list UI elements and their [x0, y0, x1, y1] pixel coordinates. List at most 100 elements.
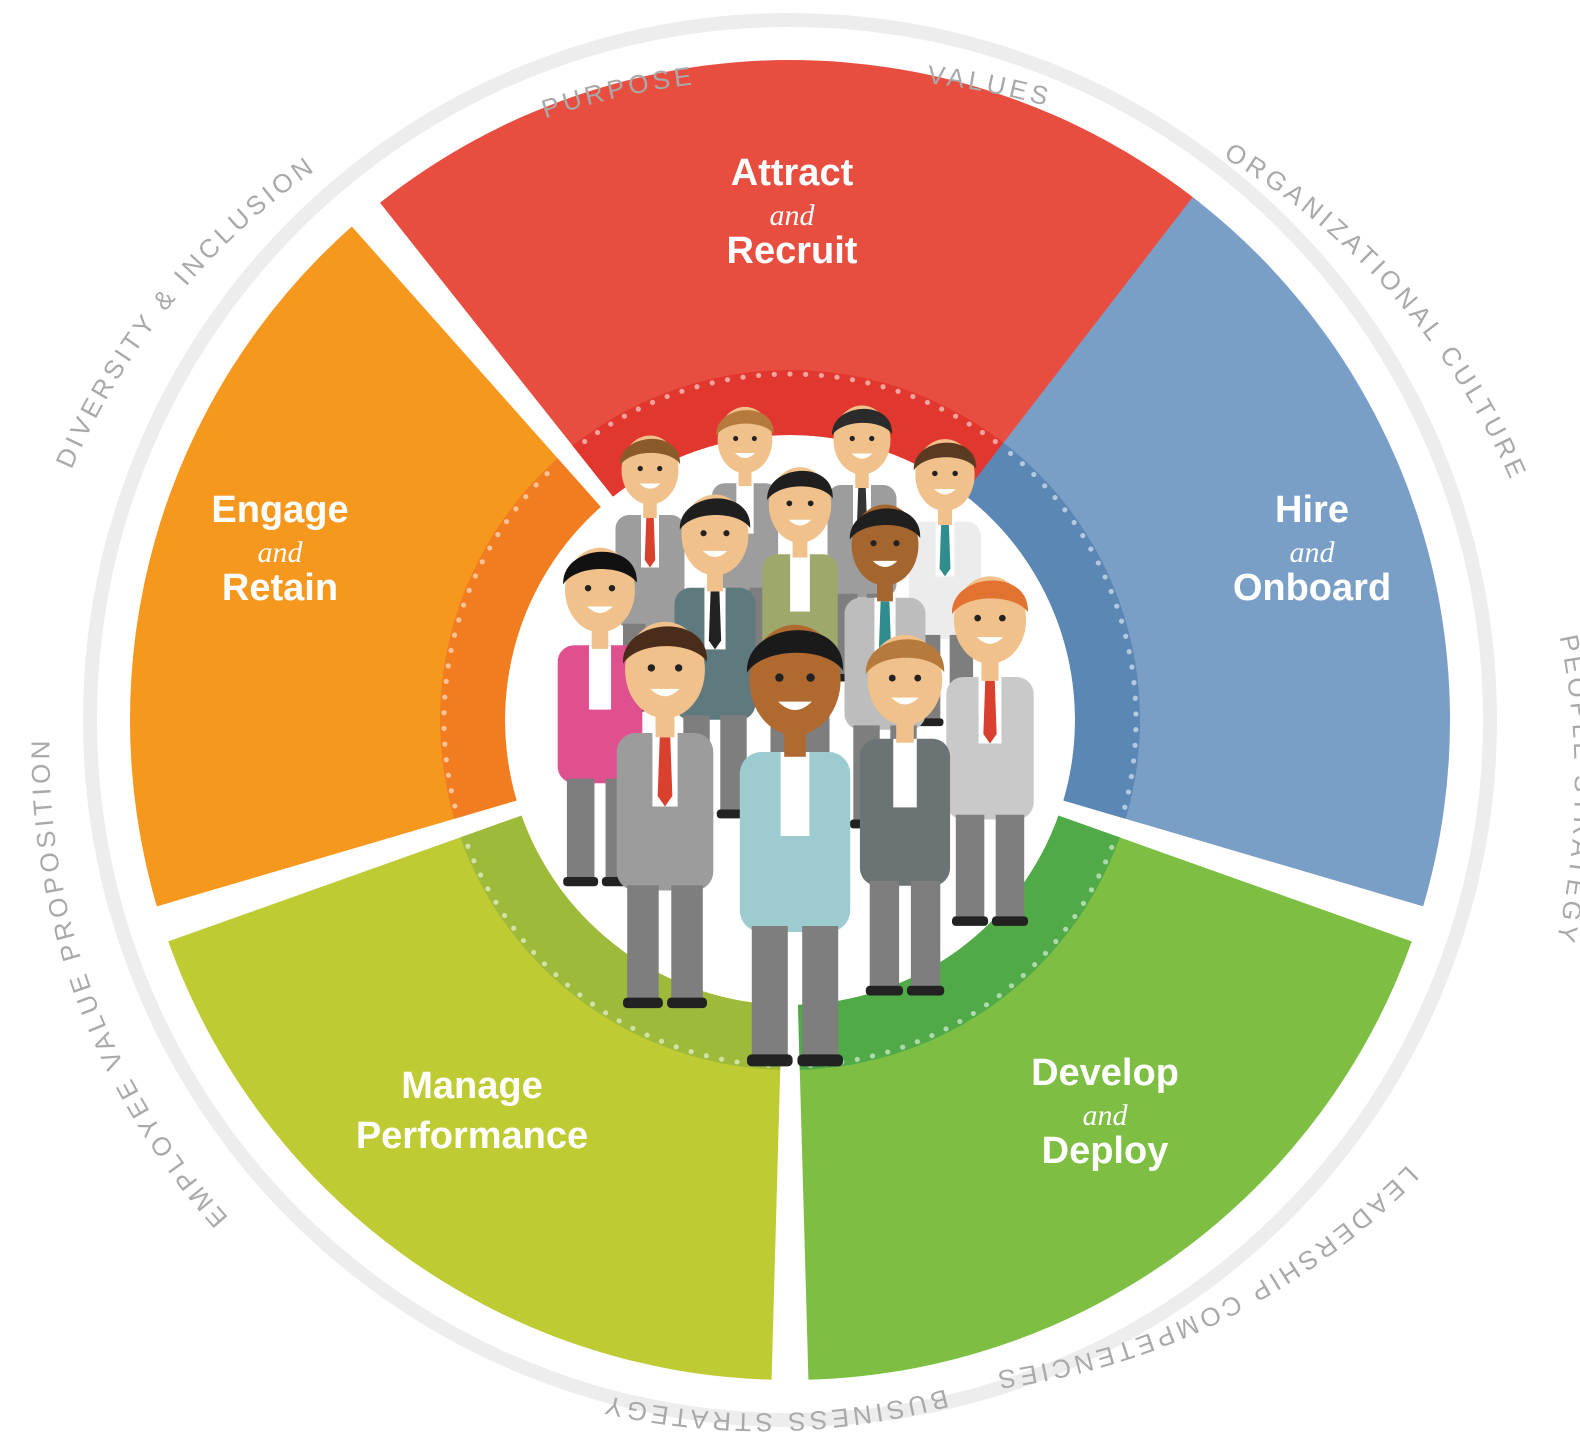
arrow-tick: [688, 1048, 694, 1055]
arrow-tick: [929, 1032, 935, 1039]
arrow-tick: [957, 1018, 963, 1025]
arrow-tick: [471, 858, 477, 864]
arrow-tick: [448, 647, 454, 654]
arrow-tick: [511, 925, 517, 931]
arrow-tick: [679, 388, 685, 394]
arrow-tick: [1132, 695, 1138, 701]
arrow-tick: [472, 573, 479, 579]
arrow-tick: [910, 393, 916, 400]
svg-text:and: and: [1083, 1099, 1129, 1132]
arrow-tick: [787, 371, 793, 377]
arrow-tick: [479, 559, 485, 565]
segment-label-attract: Attract and Recruit: [727, 152, 858, 272]
svg-text:Performance: Performance: [356, 1115, 588, 1157]
arrow-tick: [849, 377, 856, 383]
arrow-tick: [885, 1049, 891, 1055]
segment-inner-band-engage: [440, 458, 601, 819]
arrow-tick: [520, 937, 527, 944]
arrow-tick: [1062, 926, 1069, 932]
arrow-tick: [869, 1053, 876, 1059]
arrow-tick: [443, 757, 449, 763]
person-figure: [616, 621, 714, 1009]
arrow-tick: [664, 393, 670, 400]
ring-label-business-strategy: BUSINESS STRATEGY: [599, 1383, 952, 1437]
arrow-tick: [635, 406, 641, 412]
arrow-tick: [1080, 900, 1087, 906]
arrow-tick: [465, 843, 471, 849]
arrow-tick: [1126, 649, 1132, 655]
arrow-tick: [703, 1053, 709, 1059]
arrow-tick: [442, 694, 448, 700]
arrow-tick: [854, 1056, 860, 1063]
arrow-tick: [553, 972, 559, 978]
arrow-tick: [501, 912, 508, 919]
arrow-tick: [582, 438, 588, 445]
arrow-tick: [503, 518, 510, 525]
arrow-tick: [1129, 664, 1135, 670]
arrow-tick: [803, 371, 809, 377]
arrow-tick: [1133, 711, 1139, 717]
arrow-tick: [719, 1056, 725, 1062]
arrow-tick: [673, 1044, 679, 1050]
arrow-tick: [953, 413, 959, 419]
arrow-tick: [924, 399, 931, 406]
arrow-tick: [1072, 913, 1078, 920]
arrow-tick: [939, 406, 945, 412]
svg-text:Recruit: Recruit: [727, 230, 858, 272]
svg-text:Manage: Manage: [401, 1065, 542, 1107]
arrow-tick: [1042, 483, 1048, 489]
arrow-tick: [1108, 588, 1114, 595]
arrow-tick: [1062, 507, 1068, 513]
arrow-tick: [865, 380, 871, 386]
arrow-tick: [564, 982, 571, 988]
arrow-tick: [1133, 727, 1139, 733]
svg-text:Attract: Attract: [731, 152, 854, 194]
arrow-tick: [1071, 519, 1077, 526]
segment-inner-band-attract: [572, 369, 1008, 497]
svg-text:Engage: Engage: [211, 489, 348, 531]
arrow-tick: [943, 1026, 949, 1032]
segment-attract: [380, 60, 1200, 497]
arrow-tick: [709, 380, 715, 386]
person-figure: [946, 576, 1034, 926]
svg-text:Retain: Retain: [222, 567, 338, 609]
arrow-tick: [1032, 962, 1038, 968]
segment-inner-band-hire: [963, 442, 1140, 819]
arrow-tick: [478, 872, 484, 878]
arrow-tick: [445, 772, 452, 778]
arrow-tick: [895, 388, 901, 394]
arrow-tick: [734, 1059, 740, 1065]
arrow-tick: [577, 992, 583, 998]
arrow-tick: [996, 992, 1002, 999]
arrow-tick: [1132, 742, 1138, 748]
arrow-tick: [1020, 972, 1026, 979]
arrow-tick: [603, 1010, 609, 1016]
arrow-tick: [1008, 983, 1015, 989]
arrow-tick: [594, 429, 601, 436]
arrow-tick: [1102, 574, 1108, 580]
arrow-tick: [979, 429, 986, 436]
arrow-tick: [1031, 471, 1037, 478]
segment-label-manage: Manage Performance: [356, 1065, 588, 1157]
arrow-tick: [694, 384, 700, 390]
arrow-tick: [1109, 844, 1115, 850]
arrow-tick: [1128, 773, 1134, 780]
arrow-tick: [1096, 873, 1102, 879]
arrow-tick: [1102, 859, 1109, 865]
arrow-tick: [1123, 633, 1129, 639]
arrow-tick: [485, 886, 491, 892]
arrow-tick: [1125, 789, 1132, 795]
arrow-tick: [724, 377, 731, 383]
arrow-tick: [442, 741, 448, 747]
outer-ring: [83, 13, 1497, 1427]
segment-inner-band-develop: [797, 815, 1120, 1070]
svg-text:and: and: [1290, 536, 1336, 569]
arrow-tick: [1007, 450, 1014, 457]
arrow-tick: [1130, 758, 1137, 764]
group-of-people-illustration: [557, 405, 1034, 1067]
arrow-tick: [445, 663, 451, 669]
arrow-tick: [544, 471, 550, 477]
arrow-tick: [493, 899, 499, 905]
arrow-tick: [983, 1002, 990, 1008]
